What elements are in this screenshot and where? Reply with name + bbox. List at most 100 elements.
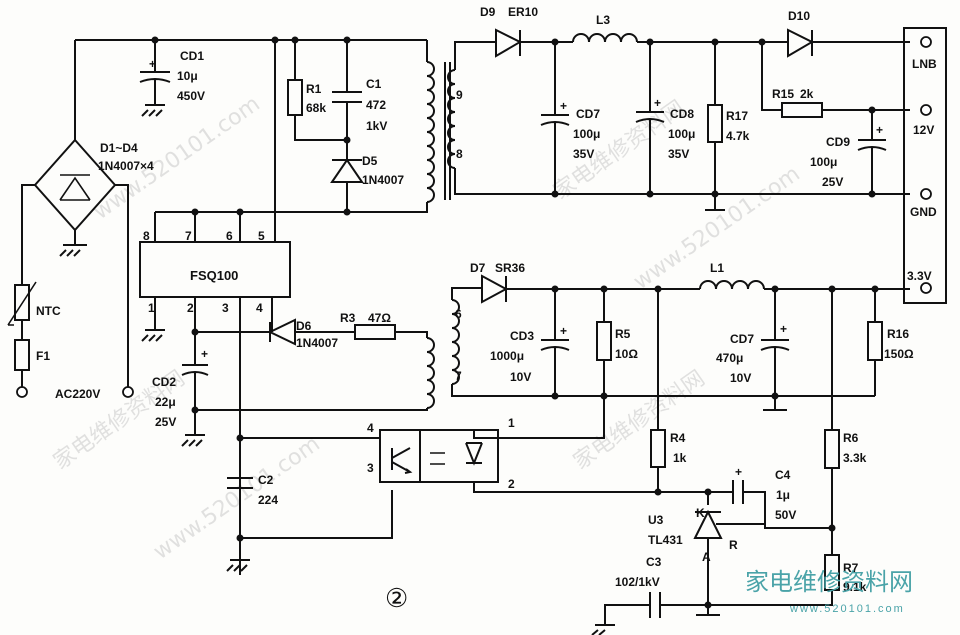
c2-ref: C2 <box>258 473 274 487</box>
watermark-text: www.520101.com <box>149 431 325 564</box>
r7-ref: R7 <box>843 561 859 575</box>
cd2-capacitor: + CD2 22μ 25V <box>152 332 209 447</box>
ic-pin-label: 8 <box>143 229 150 243</box>
bridge-value: 1N4007×4 <box>98 159 154 173</box>
f1-ref: F1 <box>36 349 50 363</box>
svg-text:+: + <box>654 96 661 110</box>
cd3-ref: CD3 <box>510 329 534 343</box>
cd8-value: 100μ <box>668 127 695 141</box>
r15-ref: R15 <box>772 87 794 101</box>
figure-number: ② <box>385 584 408 614</box>
r15-value: 2k <box>800 87 814 101</box>
cd7b-value: 470μ <box>716 351 743 365</box>
out-3v3: 3.3V <box>907 269 932 283</box>
primary-side: + CD1 10μ 450V D1~D4 1N4007×4 NTC F1 <box>7 36 451 614</box>
cd9-value: 100μ <box>810 155 837 169</box>
out-lnb: LNB <box>912 57 937 71</box>
d6-ref: D6 <box>296 319 312 333</box>
optocoupler: 4 3 1 2 <box>367 360 708 493</box>
u3-pin: R <box>729 538 738 552</box>
svg-text:+: + <box>780 322 787 336</box>
r3-ref: R3 <box>340 311 356 325</box>
r17-value: 4.7k <box>726 129 750 143</box>
svg-text:+: + <box>201 347 208 361</box>
d10-ref: D10 <box>788 9 810 23</box>
feedback-network: R4 1k R6 3.3k + C4 1μ 50V K A R U3 TL431… <box>591 289 867 635</box>
ac-terminal <box>16 386 28 398</box>
cd1-rating: 450V <box>177 89 205 103</box>
l3-ref: L3 <box>596 13 610 27</box>
transformer-pin: 9 <box>456 88 463 102</box>
d9-value: ER10 <box>508 5 538 19</box>
c4-value: 1μ <box>776 488 790 502</box>
ic-pin-label: 2 <box>187 301 194 315</box>
u3-pin: A <box>702 550 711 564</box>
transformer-pin: 6 <box>455 307 462 321</box>
d5-ref: D5 <box>362 154 378 168</box>
snubber-network: R1 68k C1 472 1kV D5 1N4007 <box>287 40 404 216</box>
cd1-ref: CD1 <box>180 49 204 63</box>
r5-ref: R5 <box>615 327 631 341</box>
cd1-value: 10μ <box>177 69 198 83</box>
ic-pin-label: 4 <box>256 301 263 315</box>
ic-pin-label: 6 <box>226 229 233 243</box>
r6-ref: R6 <box>843 431 859 445</box>
cd8-rating: 35V <box>668 147 689 161</box>
out-12v: 12V <box>913 123 934 137</box>
cd9-ref: CD9 <box>826 135 850 149</box>
brand-url: www.520101.com <box>789 603 905 615</box>
svg-text:+: + <box>876 123 883 137</box>
r1-value: 68k <box>306 101 326 115</box>
r4-ref: R4 <box>670 431 686 445</box>
output-connector: LNB 12V GND 3.3V <box>903 27 947 304</box>
opto-pin: 1 <box>508 416 515 430</box>
watermark-text: 家电维修资料网 <box>569 366 710 475</box>
d5-value: 1N4007 <box>362 173 404 187</box>
r16-ref: R16 <box>887 327 909 341</box>
r4-value: 1k <box>673 451 687 465</box>
cd7a-value: 100μ <box>573 127 600 141</box>
u3-pin: K <box>696 506 705 520</box>
svg-text:+: + <box>149 57 156 71</box>
c3-ref: C3 <box>646 555 662 569</box>
svg-text:+: + <box>560 324 567 338</box>
d7-ref: D7 <box>470 261 486 275</box>
c3-value: 102/1kV <box>615 575 660 589</box>
secondary-lower: 6 7 D7 SR36 + CD3 1000μ 10V R5 10Ω L1 + … <box>451 261 914 411</box>
cd9-rating: 25V <box>822 175 843 189</box>
ic-pin-label: 7 <box>185 229 192 243</box>
r1-resistor <box>287 79 303 116</box>
cd7a-ref: CD7 <box>576 107 600 121</box>
c2-value: 224 <box>258 493 278 507</box>
r7-value: 9.1k <box>843 580 867 594</box>
ic-pin-label: 1 <box>148 301 155 315</box>
c4-rating: 50V <box>775 508 796 522</box>
cd3-rating: 10V <box>510 370 531 384</box>
cd7b-rating: 10V <box>730 371 751 385</box>
r1-ref: R1 <box>306 82 322 96</box>
cd2-ref: CD2 <box>152 375 176 389</box>
r5-value: 10Ω <box>615 347 638 361</box>
brand-watermark: 家电维修资料网 www.520101.com <box>745 568 913 615</box>
u3-ref: U3 <box>648 513 664 527</box>
ntc-ref: NTC <box>36 304 61 318</box>
out-gnd: GND <box>910 205 937 219</box>
ac-ref: AC220V <box>55 387 100 401</box>
svg-text:+: + <box>560 99 567 113</box>
transformer-pin: 8 <box>456 147 463 161</box>
r3-value: 47Ω <box>368 311 391 325</box>
cd3-value: 1000μ <box>490 349 524 363</box>
d7-value: SR36 <box>495 261 525 275</box>
ntc-thermistor: NTC <box>7 281 61 340</box>
r16-value: 150Ω <box>884 347 914 361</box>
opto-pin: 4 <box>367 421 374 435</box>
cd2-value: 22μ <box>155 395 176 409</box>
brand-text: 家电维修资料网 <box>745 568 913 596</box>
opto-pin: 3 <box>367 461 374 475</box>
d6-value: 1N4007 <box>296 336 338 350</box>
u3-value: TL431 <box>648 533 683 547</box>
secondary-upper: 9 8 D9 ER10 L3 + CD7 100μ 35V + CD8 100μ… <box>447 5 910 211</box>
opto-pin: 2 <box>508 477 515 491</box>
bridge-rectifier: D1~D4 1N4007×4 <box>21 138 154 388</box>
